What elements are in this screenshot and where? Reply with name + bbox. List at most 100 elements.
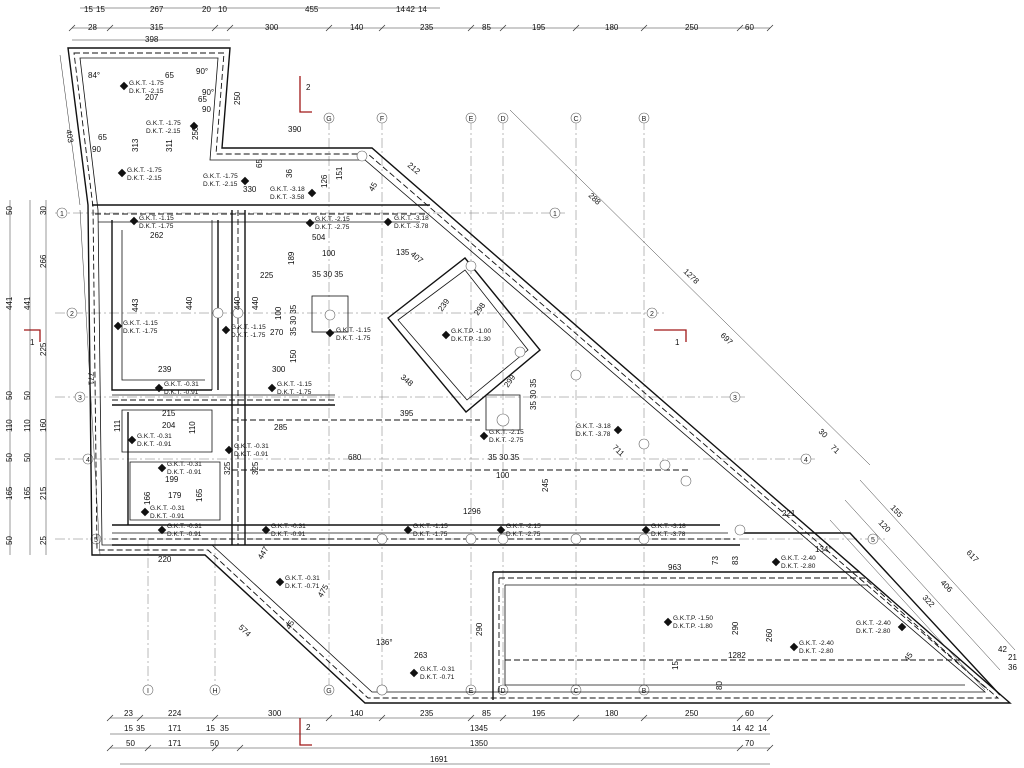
svg-text:F: F (380, 116, 384, 123)
interior-dim: 390 (288, 125, 302, 134)
interior-dim: 136° (376, 638, 393, 647)
dim-top-2: 180 (605, 23, 619, 32)
dim-top-1: 10 (218, 5, 227, 14)
svg-text:D.K.T. -0.91: D.K.T. -0.91 (164, 389, 199, 396)
level-marker: G.K.T. -2.15D.K.T. -2.75 (479, 429, 524, 444)
dim-left-inner: 225 (39, 342, 48, 356)
dimension-tick (499, 714, 507, 722)
svg-text:G.K.T. -2.15: G.K.T. -2.15 (315, 216, 350, 223)
dim-left: 50 (5, 453, 14, 462)
svg-text:G.K.T. -3.18: G.K.T. -3.18 (394, 215, 429, 222)
interior-dim: 100 (496, 471, 510, 480)
svg-text:G.K.T. -0.31: G.K.T. -0.31 (164, 381, 199, 388)
dimension-tick (211, 714, 219, 722)
dim-diag-right: 120 (877, 518, 893, 534)
dim-diag-left: 771 (86, 372, 96, 386)
dim-bottom-2: 171 (168, 724, 182, 733)
level-marker: G.K.T. -1.15D.K.T. -1.75 (221, 324, 266, 339)
svg-text:D.K.T. -1.75: D.K.T. -1.75 (139, 223, 174, 230)
interior-dim: 204 (162, 421, 176, 430)
interior-dim: 680 (348, 453, 362, 462)
interior-dim: 504 (312, 233, 326, 242)
interior-dim: 45 (367, 180, 380, 193)
svg-text:D.K.T. -0.91: D.K.T. -0.91 (167, 531, 202, 538)
interior-dim: 330 (243, 185, 257, 194)
svg-text:1: 1 (60, 211, 64, 218)
dim-bottom-1: 250 (685, 709, 699, 718)
dim-top-2: 85 (482, 23, 491, 32)
dim-top-1: 14 (418, 5, 427, 14)
interior-dim: 90 (202, 105, 211, 114)
dimension-tick (378, 24, 386, 32)
dim-bottom-2: 1345 (470, 724, 488, 733)
dim-left-inner: 266 (39, 254, 48, 268)
interior-dim: 35 30 35 (312, 270, 344, 279)
svg-text:D.K.T. -2.80: D.K.T. -2.80 (799, 648, 834, 655)
level-marker: G.K.T. -2.15D.K.T. -2.75 (305, 216, 350, 231)
dim-left: 50 (5, 391, 14, 400)
dim-bottom-1: 224 (168, 709, 182, 718)
svg-text:B: B (642, 116, 647, 123)
svg-text:D.K.T.P. -1.80: D.K.T.P. -1.80 (673, 623, 713, 630)
interior-dim: 299 (502, 373, 517, 390)
level-marker: G.K.T. -2.40D.K.T. -2.80 (771, 555, 816, 570)
svg-text:5: 5 (94, 537, 98, 544)
dim-top-3: 398 (145, 35, 159, 44)
interior-dim: 290 (731, 621, 740, 635)
dimension-tick (766, 24, 774, 32)
interior-dim: 1296 (463, 507, 481, 516)
interior-dim: 245 (541, 478, 550, 492)
dim-left: 50 (5, 206, 14, 215)
dim-top-3: 28 (88, 23, 97, 32)
interior-dim: 215 (162, 409, 176, 418)
svg-text:1: 1 (553, 211, 557, 218)
interior-dim: 250 (233, 91, 242, 105)
svg-text:D.K.T. -3.78: D.K.T. -3.78 (576, 431, 611, 438)
dimension-tick (766, 744, 774, 752)
dimension-tick (467, 714, 475, 722)
level-marker: G.K.T. -0.31D.K.T. -0.91 (140, 505, 185, 520)
svg-text:H: H (212, 688, 217, 695)
interior-dim: 270 (270, 328, 284, 337)
dim-diag-right: 617 (965, 548, 981, 564)
interior-dim: 250 (191, 126, 200, 140)
level-marker: G.K.T. -3.18D.K.T. -3.78 (383, 215, 429, 230)
interior-dim: 207 (145, 93, 159, 102)
svg-text:G.K.T. -3.18: G.K.T. -3.18 (651, 523, 686, 530)
dimension-tick (211, 744, 219, 752)
svg-text:D.K.T. -0.91: D.K.T. -0.91 (150, 513, 185, 520)
dimension-tick (766, 714, 774, 722)
dimension-tick (640, 714, 648, 722)
interior-dim: 73 (711, 556, 720, 565)
dim-bottom-3: 1350 (470, 739, 488, 748)
dimension-tick (572, 714, 580, 722)
interior-dim: 285 (274, 423, 288, 432)
dimension-ticks (68, 24, 774, 752)
dim-left: 110 (5, 419, 14, 432)
dim-bottom-2: 42 (745, 724, 754, 733)
dim-bottom-1: 300 (268, 709, 282, 718)
dim-top-1: 20 (202, 5, 211, 14)
interior-dim: 84° (88, 71, 100, 80)
interior-dim: 71 (829, 443, 842, 456)
interior-dim: 348 (399, 373, 415, 389)
svg-text:D.K.T. -0.71: D.K.T. -0.71 (285, 583, 320, 590)
dim-bottom-1: 23 (124, 709, 133, 718)
interior-dim: 100 (322, 249, 336, 258)
svg-text:D.K.T. -1.75: D.K.T. -1.75 (277, 389, 312, 396)
svg-text:B: B (642, 688, 647, 695)
dim-bottom-total: 1691 (430, 755, 448, 764)
interior-dim: 110 (188, 421, 197, 434)
interior-dim: 100 (274, 306, 283, 320)
level-marker: G.K.T. -2.40D.K.T. -2.80 (789, 640, 834, 655)
dim-top-1: 455 (305, 5, 319, 14)
dim-left-mid: 165 (23, 486, 32, 500)
svg-text:G.K.T. -3.18: G.K.T. -3.18 (576, 423, 611, 430)
level-marker: G.K.T. -2.40D.K.T. -2.80 (856, 620, 907, 635)
svg-text:4: 4 (86, 457, 90, 464)
svg-text:D.K.T. -1.75: D.K.T. -1.75 (231, 332, 266, 339)
interior-dim: 126 (320, 174, 329, 188)
interior-dim: 21 (1008, 653, 1017, 662)
interior-dim: 311 (165, 139, 174, 152)
svg-text:D.K.T. -2.75: D.K.T. -2.75 (506, 531, 541, 538)
